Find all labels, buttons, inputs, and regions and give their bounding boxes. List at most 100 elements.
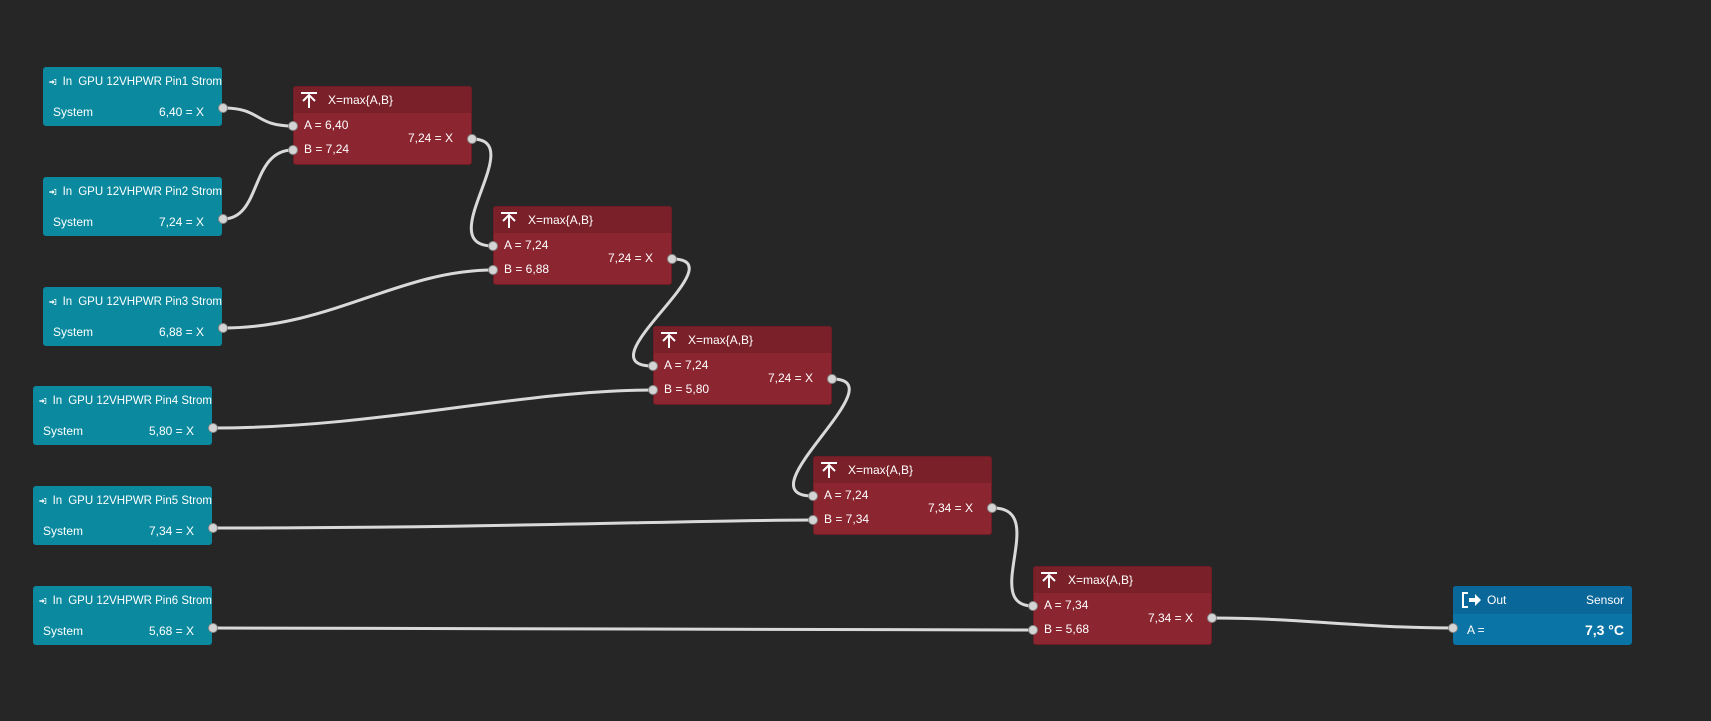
input-node-pin4[interactable]: In GPU 12VHPWR Pin4 Strom System 5,80 = X [33, 386, 212, 445]
login-icon [49, 298, 57, 306]
port-max1-x[interactable] [467, 134, 477, 144]
login-icon [49, 78, 57, 86]
max-node-title: X=max{A,B} [688, 333, 754, 347]
port-max3-a[interactable] [648, 361, 658, 371]
port-in2-x[interactable] [218, 214, 228, 224]
input-value: 7,24 = X [158, 214, 204, 229]
input-b-label: B = 7,34 [824, 512, 870, 526]
max-icon [821, 462, 837, 478]
login-icon [39, 497, 47, 505]
max-icon [661, 332, 677, 348]
input-b-label: B = 5,80 [664, 382, 710, 396]
input-keyword: In [62, 76, 73, 88]
output-value: 7,3 °C [1584, 621, 1624, 638]
input-node-pin2[interactable]: In GPU 12VHPWR Pin2 Strom System 7,24 = X [43, 177, 222, 236]
login-icon [39, 597, 47, 605]
port-max5-a[interactable] [1028, 601, 1038, 611]
logout-icon [1462, 592, 1481, 608]
input-source: System [53, 324, 94, 339]
wire-in6-max5b [212, 626, 1034, 632]
port-in6-x[interactable] [208, 623, 218, 633]
port-in1-x[interactable] [218, 103, 228, 113]
input-node-pin3[interactable]: In GPU 12VHPWR Pin3 Strom System 6,88 = X [43, 287, 222, 346]
max-icon [1041, 572, 1057, 588]
port-max4-x[interactable] [987, 503, 997, 513]
wire-in1-max1a [222, 106, 294, 128]
wire-max4x-max5a [992, 506, 1034, 608]
input-a-label: A = 7,24 [824, 488, 869, 502]
max-node-title: X=max{A,B} [1068, 573, 1134, 587]
output-keyword: Out [1487, 593, 1507, 607]
login-icon [49, 188, 57, 196]
wire-max1x-max2a [469, 137, 494, 248]
max-node-title: X=max{A,B} [848, 463, 914, 477]
input-name: GPU 12VHPWR Pin2 Strom [78, 186, 222, 198]
input-source: System [53, 214, 94, 229]
input-source: System [43, 423, 84, 438]
max-icon [501, 212, 517, 228]
input-source: System [43, 523, 84, 538]
port-max3-x[interactable] [827, 374, 837, 384]
output-x-label: 7,24 = X [407, 131, 453, 145]
input-keyword: In [62, 296, 73, 308]
max-icon [301, 92, 317, 108]
port-out-a[interactable] [1448, 623, 1458, 633]
max-node-2[interactable]: X=max{A,B} A = 7,24 B = 6,88 7,24 = X [493, 206, 672, 285]
input-keyword: In [52, 395, 63, 407]
output-input-label: A = [1467, 622, 1485, 637]
input-name: GPU 12VHPWR Pin4 Strom [68, 395, 212, 407]
max-node-title: X=max{A,B} [528, 213, 594, 227]
input-name: GPU 12VHPWR Pin5 Strom [68, 495, 212, 507]
wire-in3-max2b [222, 268, 494, 330]
port-in4-x[interactable] [208, 423, 218, 433]
output-x-label: 7,34 = X [1147, 611, 1193, 625]
port-max2-b[interactable] [488, 265, 498, 275]
output-type: Sensor [1585, 593, 1624, 607]
input-name: GPU 12VHPWR Pin1 Strom [78, 76, 222, 88]
input-node-pin6[interactable]: In GPU 12VHPWR Pin6 Strom System 5,68 = X [33, 586, 212, 645]
max-node-title: X=max{A,B} [328, 93, 394, 107]
max-node-5[interactable]: X=max{A,B} A = 7,34 B = 5,68 7,34 = X [1033, 566, 1212, 645]
input-keyword: In [52, 495, 63, 507]
input-node-pin5[interactable]: In GPU 12VHPWR Pin5 Strom System 7,34 = X [33, 486, 212, 545]
port-max4-b[interactable] [808, 515, 818, 525]
output-x-label: 7,24 = X [607, 251, 653, 265]
port-max5-b[interactable] [1028, 625, 1038, 635]
output-node-sensor[interactable]: Out Sensor A = 7,3 °C [1453, 586, 1632, 645]
port-max5-x[interactable] [1207, 613, 1217, 623]
input-source: System [43, 623, 84, 638]
input-b-label: B = 6,88 [504, 262, 550, 276]
wire-max5x-out [1211, 616, 1454, 630]
input-keyword: In [52, 595, 63, 607]
wire-in2-max1b [222, 148, 294, 221]
input-value: 5,80 = X [148, 423, 194, 438]
input-value: 6,40 = X [158, 104, 204, 119]
input-b-label: B = 7,24 [304, 142, 350, 156]
input-value: 5,68 = X [148, 623, 194, 638]
max-node-3[interactable]: X=max{A,B} A = 7,24 B = 5,80 7,24 = X [653, 326, 832, 405]
output-x-label: 7,34 = X [927, 501, 973, 515]
port-max2-x[interactable] [667, 254, 677, 264]
input-value: 7,34 = X [148, 523, 194, 538]
input-source: System [53, 104, 94, 119]
wire-in5-max4b [212, 518, 814, 530]
input-keyword: In [62, 186, 73, 198]
input-name: GPU 12VHPWR Pin3 Strom [78, 296, 222, 308]
max-node-1[interactable]: X=max{A,B} A = 6,40 B = 7,24 7,24 = X [293, 86, 472, 165]
port-max3-b[interactable] [648, 385, 658, 395]
port-max1-a[interactable] [288, 121, 298, 131]
port-in5-x[interactable] [208, 523, 218, 533]
output-x-label: 7,24 = X [767, 371, 813, 385]
input-a-label: A = 6,40 [304, 118, 349, 132]
max-node-4[interactable]: X=max{A,B} A = 7,24 B = 7,34 7,34 = X [813, 456, 992, 535]
input-a-label: A = 7,24 [504, 238, 549, 252]
input-node-pin1[interactable]: In GPU 12VHPWR Pin1 Strom System 6,40 = X [43, 67, 222, 126]
port-in3-x[interactable] [218, 323, 228, 333]
port-max1-b[interactable] [288, 145, 298, 155]
input-a-label: A = 7,34 [1044, 598, 1089, 612]
input-value: 6,88 = X [158, 324, 204, 339]
port-max2-a[interactable] [488, 241, 498, 251]
port-max4-a[interactable] [808, 491, 818, 501]
input-name: GPU 12VHPWR Pin6 Strom [68, 595, 212, 607]
login-icon [39, 397, 47, 405]
